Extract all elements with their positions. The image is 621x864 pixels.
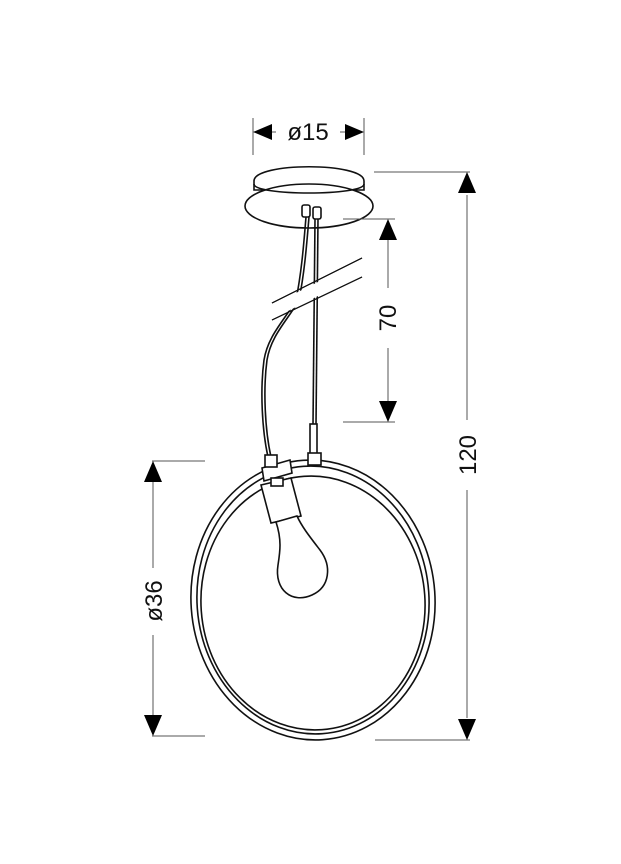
canopy-diameter-label: ø15 (287, 119, 328, 146)
suspension-length-label: 70 (375, 305, 402, 332)
arrow-right-icon (345, 124, 364, 140)
arrow-up-icon (458, 172, 476, 193)
break-mark (271, 257, 363, 321)
arrow-down-icon (144, 715, 162, 736)
arrow-down-icon (458, 719, 476, 740)
canopy-diameter-dimension: ø15 (252, 118, 365, 155)
arrow-left-icon (253, 124, 272, 140)
total-height-dimension: 120 (374, 171, 482, 741)
ring-frame (190, 459, 436, 741)
suspension-cables (261, 216, 319, 458)
arrow-up-icon (379, 219, 397, 240)
lamp-holder (260, 477, 302, 524)
light-bulb (274, 515, 329, 599)
ring-diameter-dimension: ø36 (141, 460, 205, 737)
suspension-length-dimension: 70 (343, 218, 402, 423)
arrow-up-icon (144, 461, 162, 482)
arrow-down-icon (379, 401, 397, 422)
ring-clamps (261, 452, 322, 483)
ring-diameter-label: ø36 (141, 580, 168, 621)
total-height-label: 120 (455, 435, 482, 475)
